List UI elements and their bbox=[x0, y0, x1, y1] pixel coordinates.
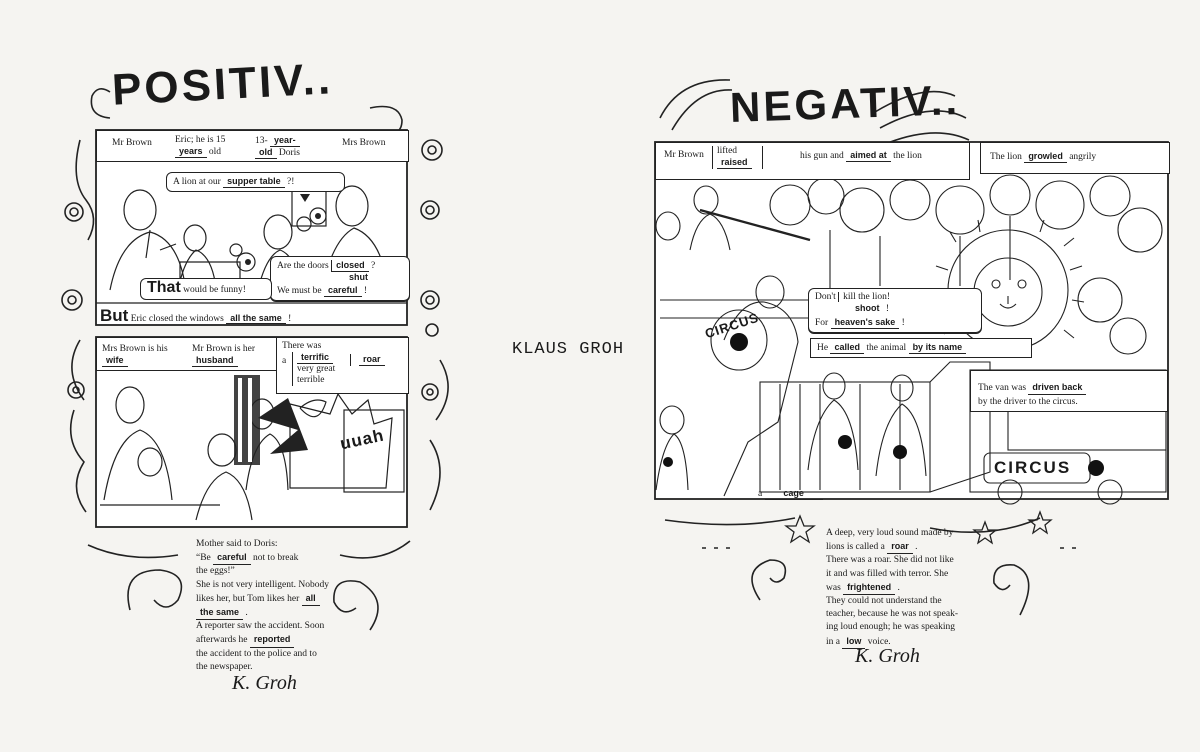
bubble-careful: We must be careful ! bbox=[270, 282, 410, 301]
negativ-exercise-text: A deep, very loud sound made by lions is… bbox=[826, 527, 976, 649]
caption-mrs-brown: Mrs Brown bbox=[342, 138, 386, 148]
positiv-panel1-captions bbox=[96, 130, 409, 162]
caption-adjectives: terrific very great terrible bbox=[292, 352, 335, 386]
caption-roar-box bbox=[276, 337, 409, 394]
author-name: KLAUS GROH bbox=[512, 340, 625, 359]
caption-wife: Mrs Brown is his wife bbox=[102, 344, 168, 367]
bubble-funny: That would be funny! bbox=[140, 278, 272, 300]
caption-mr-brown: Mr Brown bbox=[112, 138, 152, 148]
caption-there-was: There was bbox=[282, 341, 322, 351]
caption-gun: his gun and aimed at the lion bbox=[800, 150, 922, 162]
caption-eric: Eric; he is 15 years old bbox=[175, 135, 226, 158]
positiv-panel2-captions bbox=[96, 337, 278, 371]
negativ-caption-strip bbox=[655, 142, 970, 180]
caption-roar: roar bbox=[350, 354, 385, 366]
caption-lion: The lion growled angrily bbox=[990, 151, 1097, 163]
caption-van-box bbox=[970, 370, 1168, 412]
caption-lion-box bbox=[980, 142, 1170, 174]
positiv-exercise-text: Mother said to Doris: “Be careful not to… bbox=[196, 539, 329, 672]
caption-but: But Eric closed the windows all the same… bbox=[100, 306, 292, 325]
bubble-heaven: For heaven's sake ! bbox=[808, 314, 982, 333]
negativ-title: NEGATIV.. bbox=[729, 76, 961, 132]
caption-cage: a cage bbox=[758, 488, 823, 500]
caption-lifted: lifted raised bbox=[712, 146, 763, 169]
fill-years: years bbox=[175, 146, 207, 158]
bubble-called: He called the animal by its name bbox=[810, 338, 1032, 358]
bubble-lion: A lion at our supper table ?! bbox=[166, 172, 345, 192]
negativ-signature: K. Groh bbox=[855, 645, 920, 667]
positiv-signature: K. Groh bbox=[232, 672, 297, 694]
caption-doris: 13- year- old Doris bbox=[255, 135, 300, 159]
caption-van: The van was driven back by the driver to… bbox=[978, 380, 1087, 409]
caption-husband: Mr Brown is her husband bbox=[192, 344, 256, 367]
caption-mr-brown-neg: Mr Brown bbox=[664, 150, 704, 160]
caption-a: a bbox=[282, 356, 287, 366]
circus-label-van: CIRCUS bbox=[994, 458, 1072, 477]
